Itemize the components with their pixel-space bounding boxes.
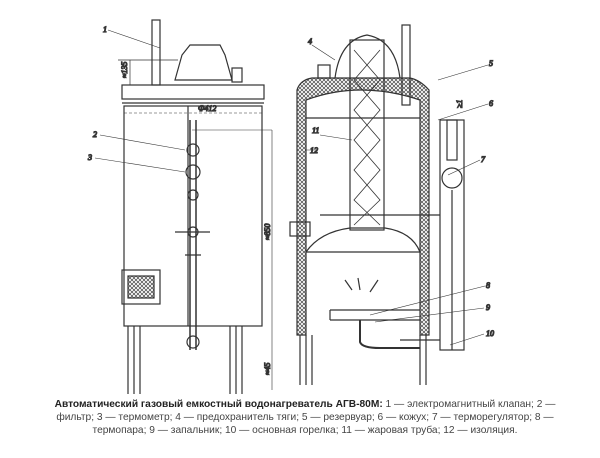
label-3: 3	[87, 153, 92, 162]
burner	[329, 309, 420, 321]
dim-diameter: Ф412	[198, 104, 216, 113]
label-9: 9	[486, 303, 490, 312]
label-11: 11	[312, 126, 319, 135]
draft-diverter	[334, 34, 401, 79]
figure-caption: Автоматический газовый емкостный водонаг…	[40, 398, 570, 437]
exterior-view	[94, 19, 273, 394]
hot-water-pipe	[401, 24, 411, 106]
caption-title: Автоматический газовый емкостный водонаг…	[54, 399, 383, 410]
label-10: 10	[486, 329, 494, 338]
inspection-panel	[121, 269, 161, 305]
dim-height: ≈850	[263, 224, 272, 240]
section-view	[289, 24, 489, 385]
label-5: 5	[489, 59, 493, 68]
label-2: 2	[93, 130, 97, 139]
dim-5: ≥1	[455, 100, 464, 108]
caption-text: 1 — электромагнитный клапан; 2 — фильтр;…	[56, 399, 556, 436]
insulation	[296, 77, 430, 336]
top-cap	[121, 84, 265, 100]
label-4: 4	[308, 37, 312, 46]
legs	[127, 326, 243, 394]
dim-top: ≈135	[120, 62, 129, 78]
water-heater-drawing: 1 2 3 ≈135 Ф412 ≈850 ≈45 4 5 ≥1 6 7 8 9 …	[86, 19, 495, 394]
draft-hood	[174, 44, 233, 81]
label-1: 1	[103, 25, 107, 34]
label-8: 8	[486, 281, 490, 290]
dim-leg: ≈45	[263, 363, 272, 375]
label-12: 12	[310, 146, 318, 155]
chimney-pipe	[151, 19, 161, 86]
body	[123, 105, 263, 327]
label-6: 6	[489, 99, 493, 108]
label-7: 7	[481, 155, 486, 164]
flue-tube	[349, 39, 385, 231]
